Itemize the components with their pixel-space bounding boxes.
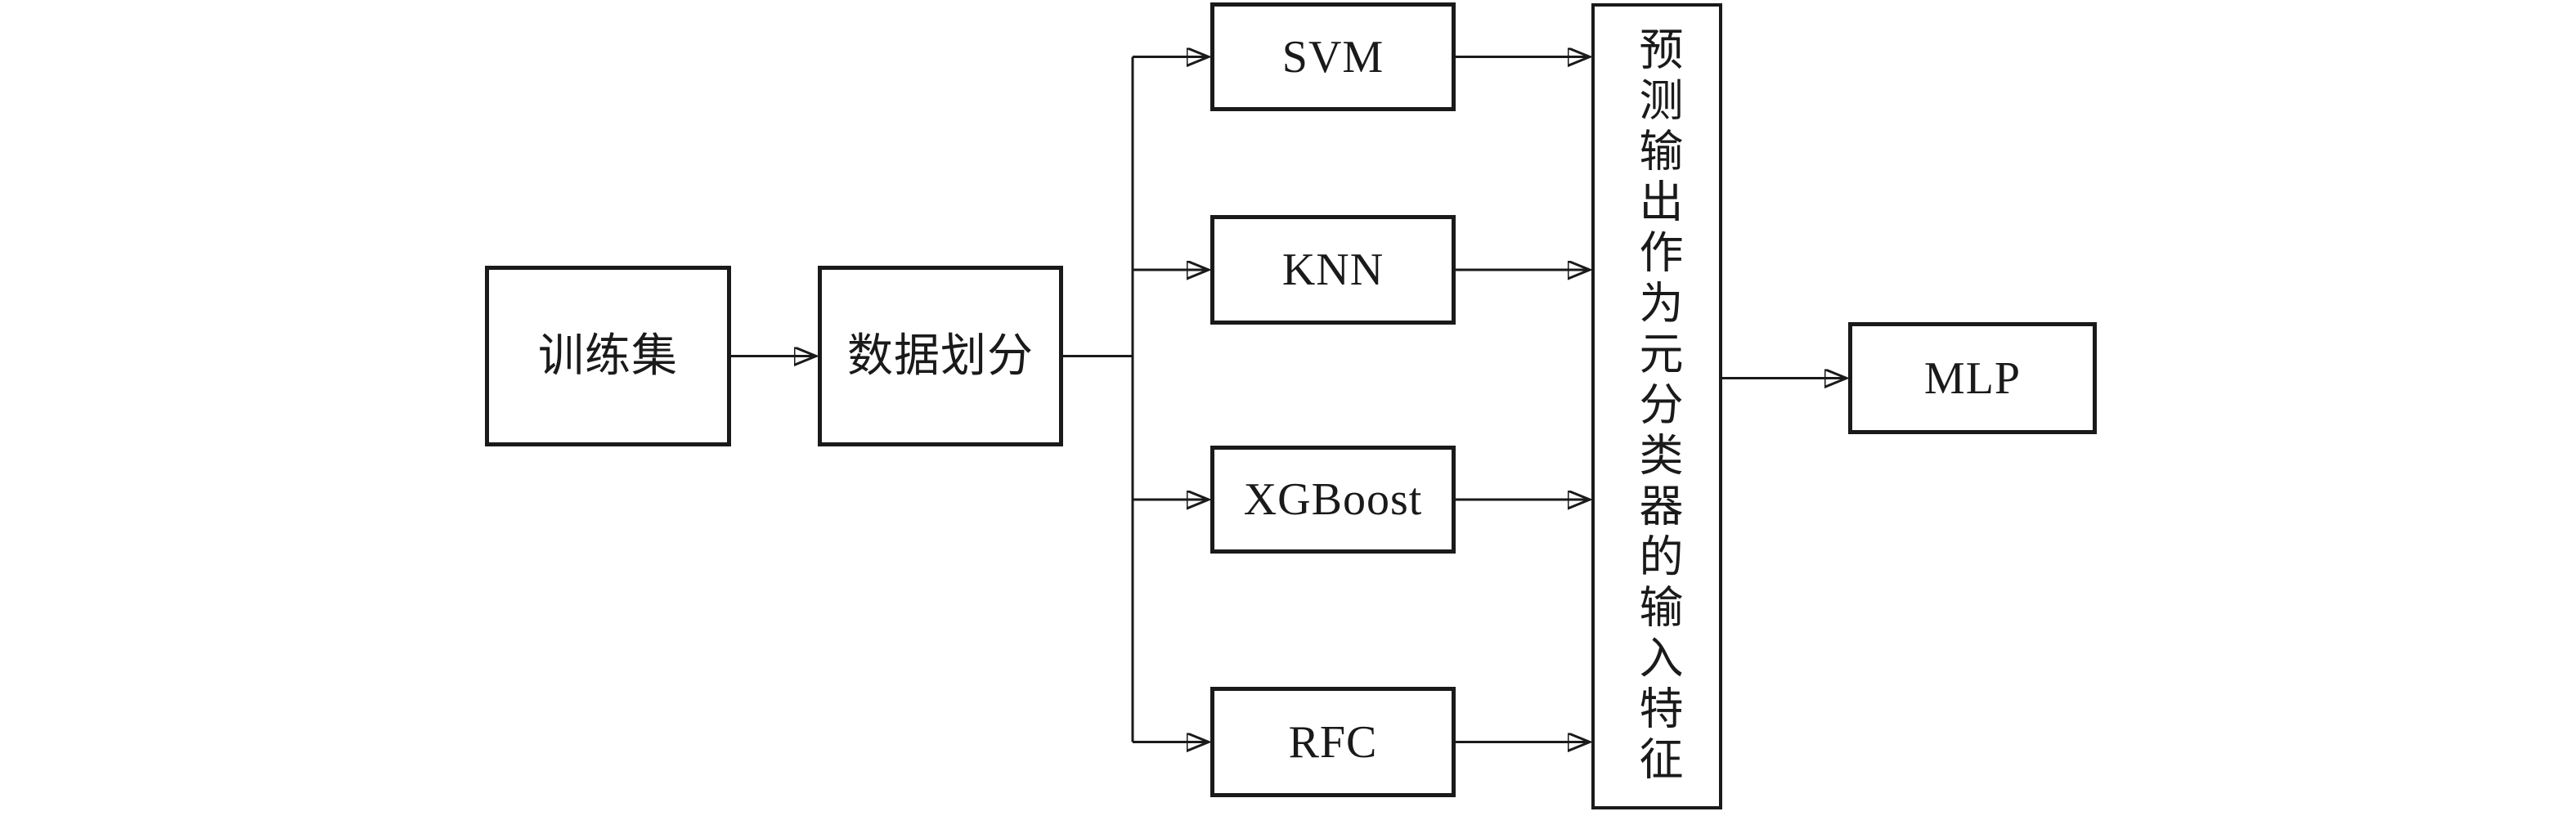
node-rfc: RFC bbox=[1210, 687, 1456, 797]
node-svm-label: SVM bbox=[1281, 31, 1384, 83]
node-data-split: 数据划分 bbox=[818, 266, 1063, 446]
node-meta-features: 预测输出作为元分类器的输入特征 bbox=[1591, 3, 1722, 809]
node-knn: KNN bbox=[1210, 215, 1456, 325]
node-mlp: MLP bbox=[1848, 322, 2097, 434]
node-mlp-label: MLP bbox=[1923, 352, 2022, 404]
node-xgboost: XGBoost bbox=[1210, 446, 1456, 554]
node-knn-label: KNN bbox=[1281, 244, 1384, 295]
node-rfc-label: RFC bbox=[1288, 716, 1378, 768]
node-training-set: 训练集 bbox=[485, 266, 731, 446]
node-xgboost-label: XGBoost bbox=[1243, 474, 1423, 525]
node-data-split-label: 数据划分 bbox=[847, 330, 1034, 382]
node-svm: SVM bbox=[1210, 2, 1456, 111]
node-training-set-label: 训练集 bbox=[538, 330, 678, 382]
node-meta-features-label: 预测输出作为元分类器的输入特征 bbox=[1632, 26, 1681, 787]
